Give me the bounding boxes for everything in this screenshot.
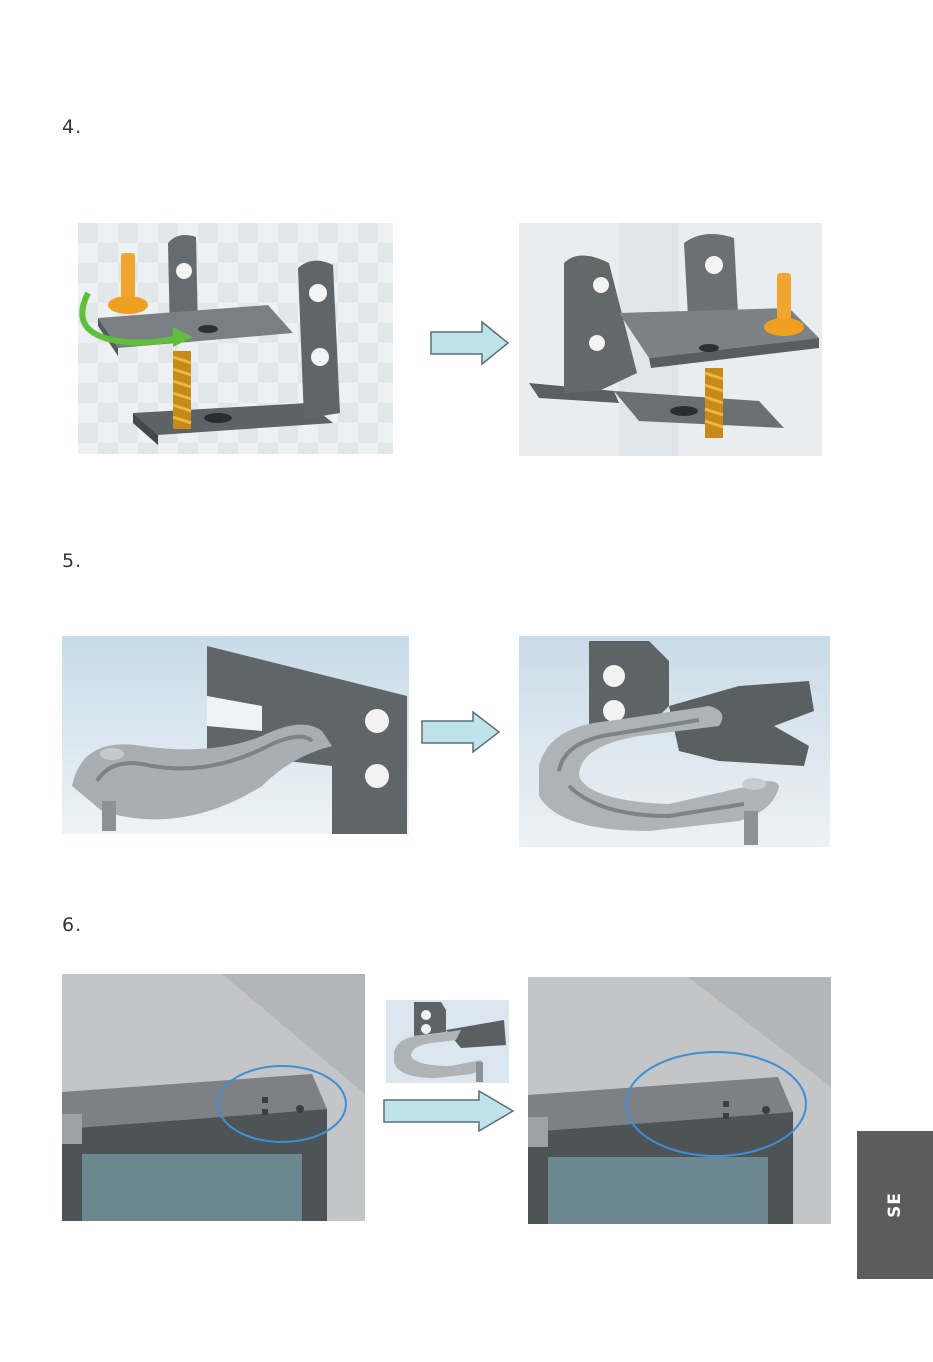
step-5-number: 5. xyxy=(62,550,82,572)
step-5-before-image xyxy=(62,636,409,834)
language-tab-label: SE xyxy=(885,1192,905,1218)
right-arrow-icon xyxy=(421,710,501,754)
step-5-after-image xyxy=(519,636,830,847)
step-6-number: 6. xyxy=(62,914,82,936)
language-tab: SE xyxy=(857,1131,933,1279)
step-4-before-image xyxy=(78,223,393,454)
step-6-after-image xyxy=(528,977,831,1224)
right-arrow-icon xyxy=(430,320,510,366)
right-arrow-icon xyxy=(383,1090,515,1132)
step-4-number: 4. xyxy=(62,116,82,138)
hook-reference-thumbnail xyxy=(386,1000,509,1083)
step-6-before-image xyxy=(62,974,365,1221)
step-4-after-image xyxy=(519,223,822,456)
